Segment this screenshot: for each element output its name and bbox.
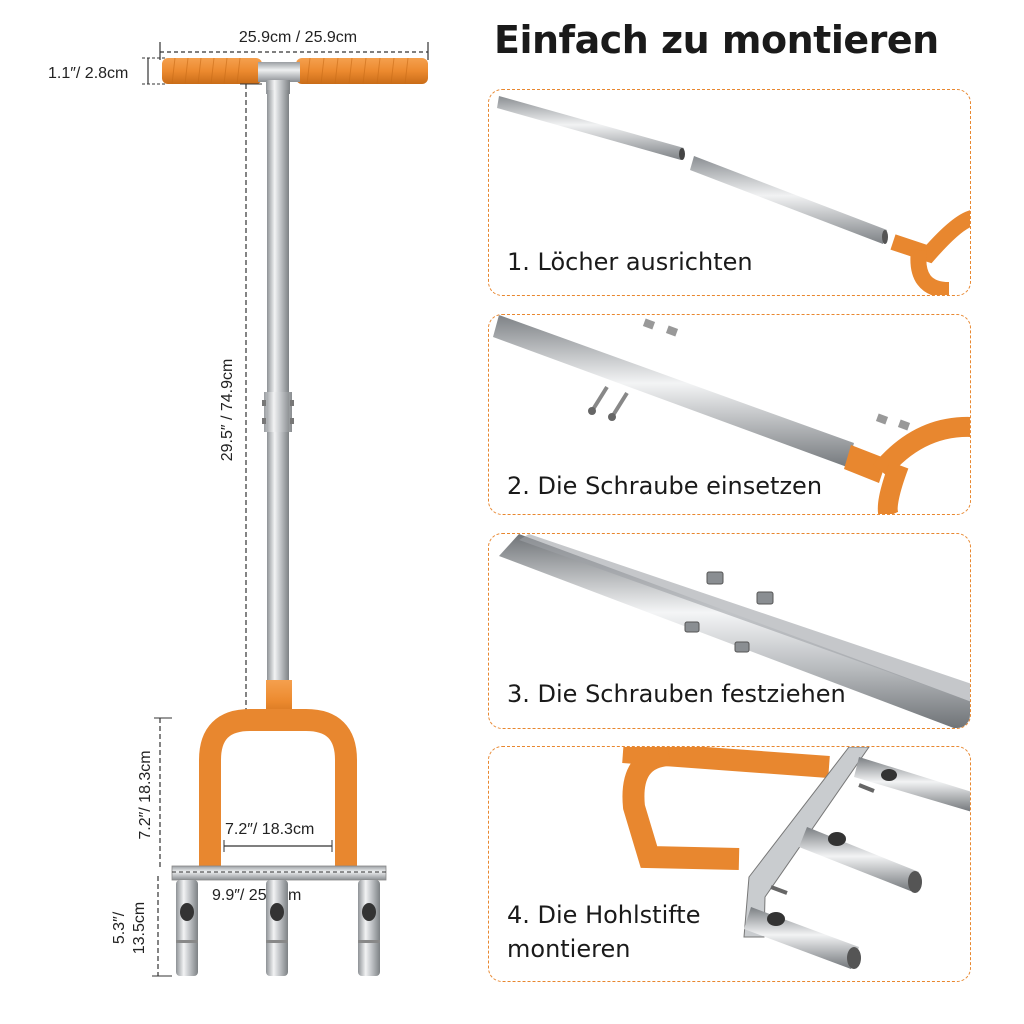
- step-2-illustration: [493, 315, 970, 514]
- tine-length-label-top: 5.3″/: [111, 911, 128, 944]
- step-1-illustration: [497, 96, 970, 295]
- step-3-panel: 3. Die Schrauben festziehen: [488, 533, 971, 729]
- step-3-illustration: [499, 534, 970, 728]
- step-3-label: 3. Die Schrauben festziehen: [507, 680, 846, 708]
- step-1-panel: 1. Löcher ausrichten: [488, 89, 971, 296]
- shaft-length-label: 29.5″ / 74.9cm: [219, 359, 236, 462]
- handle-width-label: 25.9cm / 25.9cm: [239, 29, 357, 46]
- grip-diameter-label: 1.1″/ 2.8cm: [48, 65, 128, 82]
- right-grip: [296, 58, 428, 84]
- step-2-panel: 2. Die Schraube einsetzen: [488, 314, 971, 515]
- step-4-panel: 4. Die Hohlstifte montieren: [488, 746, 971, 982]
- frame-inner-width-label: 7.2″/ 18.3cm: [225, 821, 314, 838]
- step-4-illustration: [622, 747, 970, 969]
- frame-height-label: 7.2″/ 18.3cm: [137, 750, 154, 839]
- step-1-label: 1. Löcher ausrichten: [507, 248, 753, 276]
- u-frame: [199, 709, 357, 870]
- step-4-label-line1: 4. Die Hohlstifte: [507, 901, 701, 929]
- product-dimension-drawing: 25.9cm / 25.9cm 1.1″/ 2.8cm 29.5″ / 74.9…: [48, 29, 429, 977]
- step-2-label: 2. Die Schraube einsetzen: [507, 472, 823, 500]
- shaft: [267, 90, 289, 682]
- step-4-label-line2: montieren: [507, 935, 631, 963]
- base-plate: [171, 865, 387, 881]
- tines: [176, 880, 380, 976]
- tine-length-label-bottom: 13.5cm: [131, 902, 148, 954]
- page-title: Einfach zu montieren: [494, 18, 939, 62]
